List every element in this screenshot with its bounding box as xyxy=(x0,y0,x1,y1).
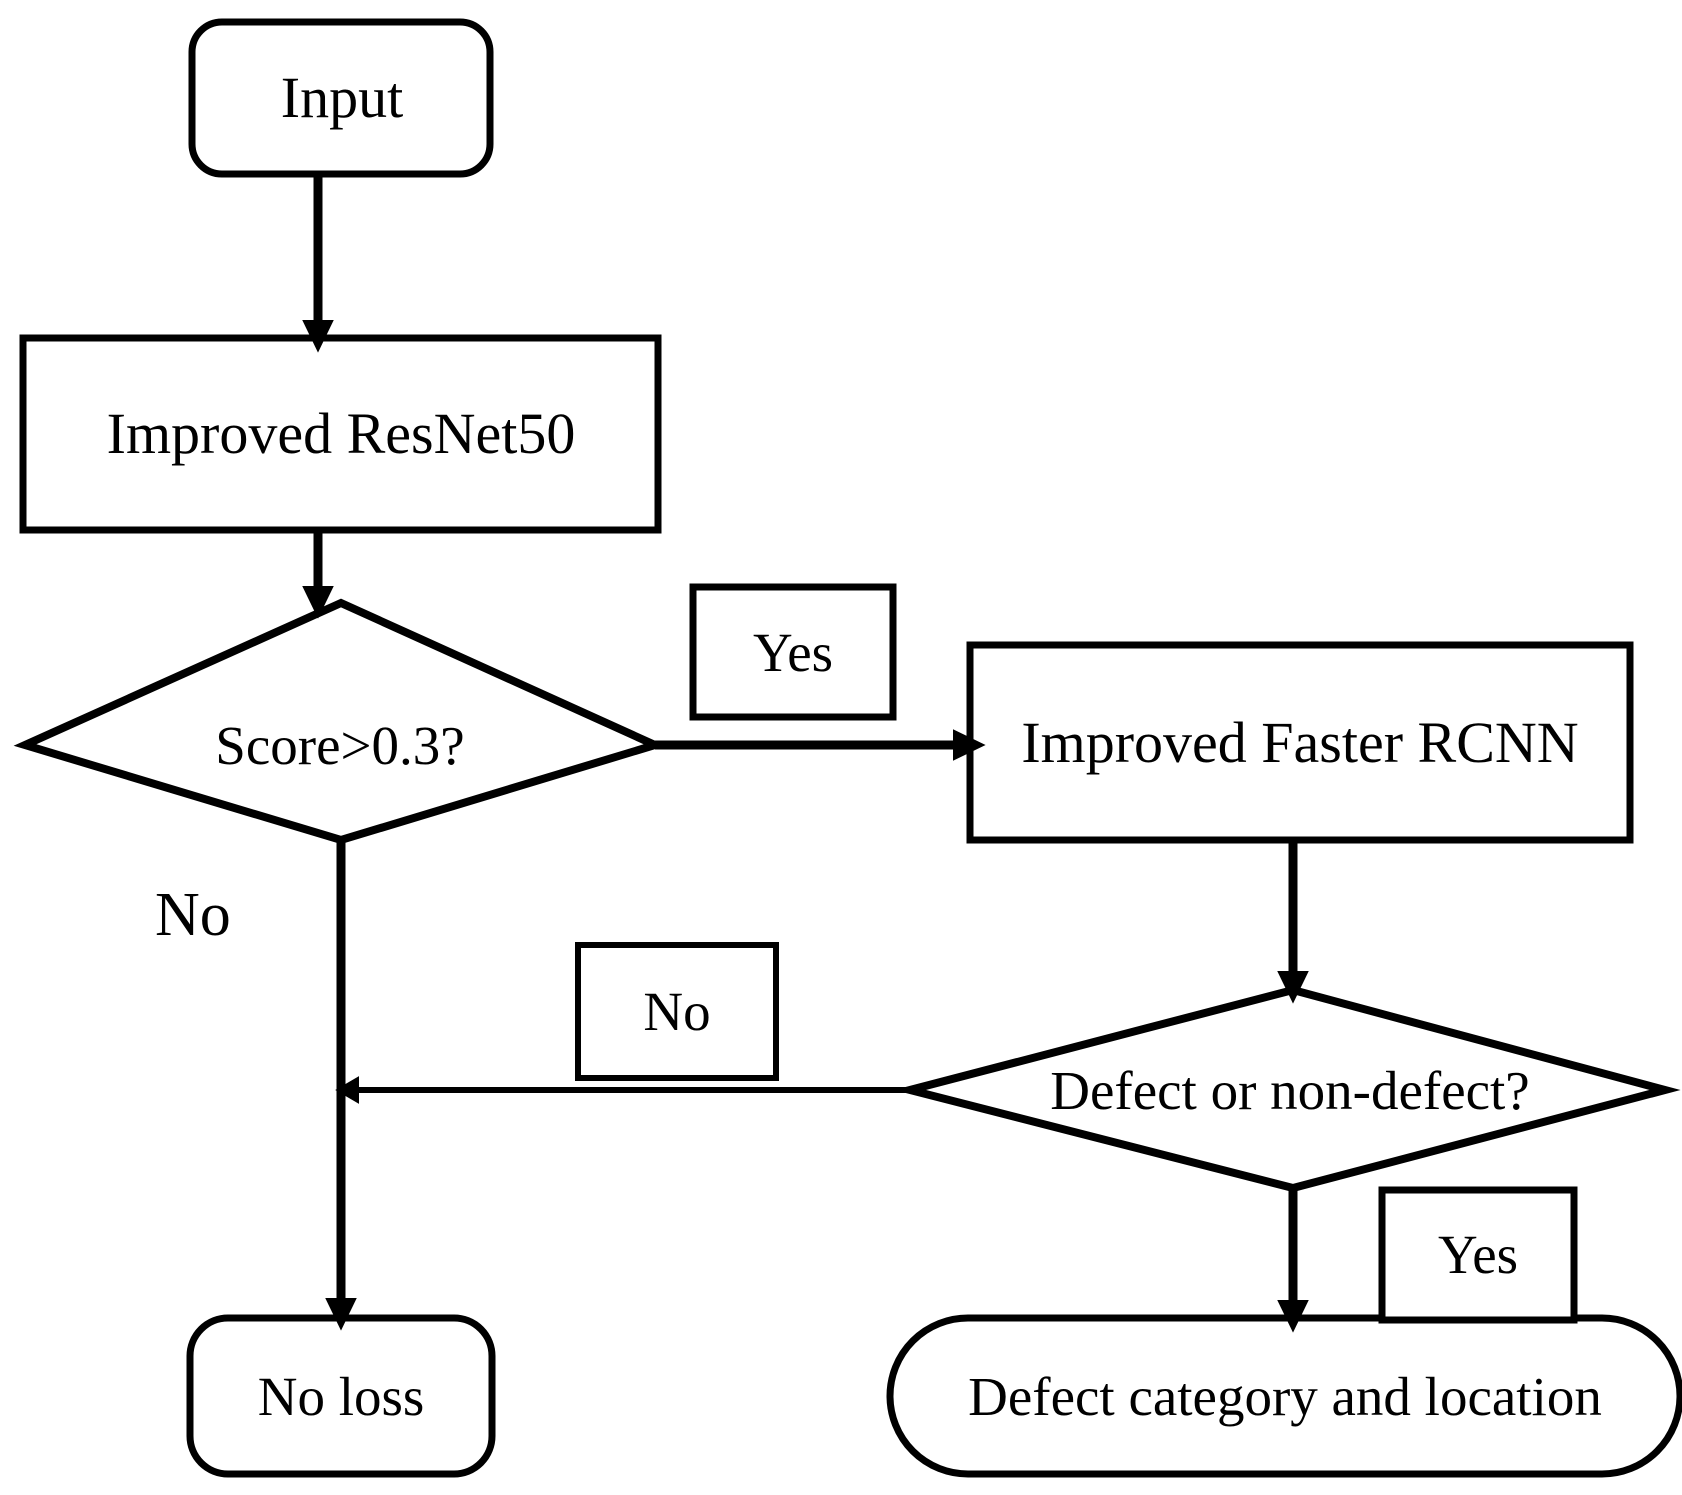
node-no-loss-shape[interactable] xyxy=(186,1314,496,1478)
node-defect-output-shape[interactable] xyxy=(886,1314,1682,1478)
edge-label-box-yes-score xyxy=(689,583,897,721)
node-faster-rcnn-shape[interactable] xyxy=(966,641,1634,844)
edge-label-box-yes-defect xyxy=(1378,1186,1578,1324)
node-input-shape[interactable] xyxy=(188,18,494,178)
node-resnet-shape[interactable] xyxy=(19,334,662,534)
node-score-decision-shape[interactable] xyxy=(13,598,667,845)
edge-label-box-no-defect xyxy=(575,942,779,1081)
node-defect-decision-shape[interactable] xyxy=(894,985,1681,1193)
